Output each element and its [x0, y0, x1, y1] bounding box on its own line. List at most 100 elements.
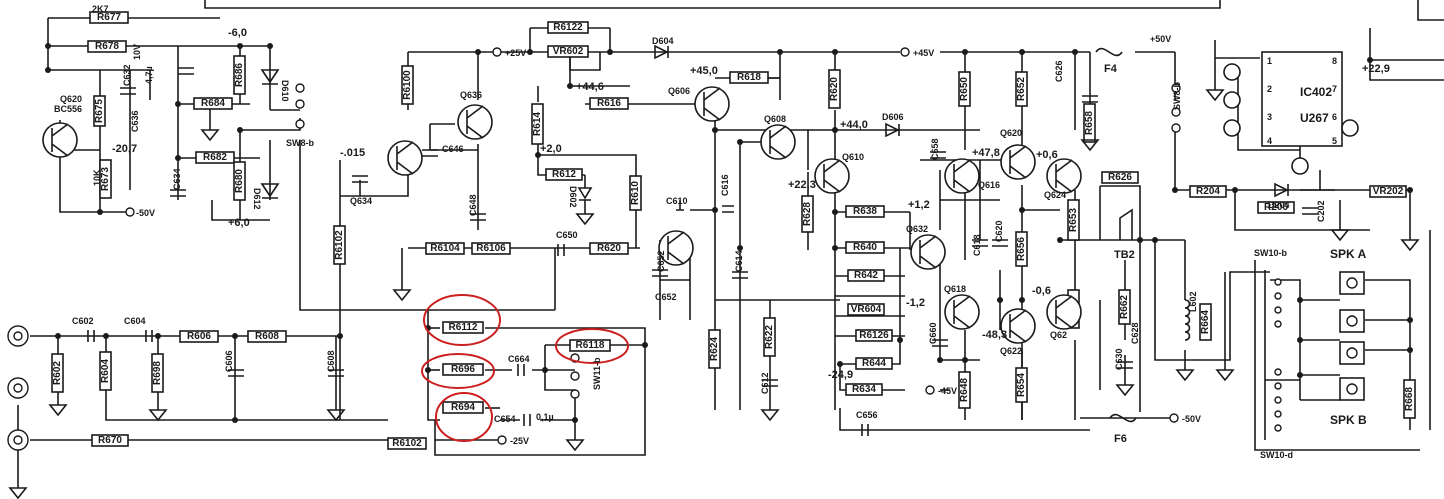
ic-pin-5: 5 [1332, 136, 1337, 146]
resistor-label: R626 [1108, 172, 1132, 183]
label-c660: C660 [928, 322, 938, 344]
resistor-label: R662 [1119, 295, 1130, 319]
resistor-r698: R698 [151, 353, 164, 393]
label-c602: C602 [72, 316, 94, 326]
label-q624: Q624 [1044, 190, 1066, 200]
ic-pin-6: 6 [1332, 112, 1337, 122]
labels: Q620 BC556 Q636 Q634 Q606 Q608 Q610 Q632… [54, 4, 1390, 460]
grounds [8, 89, 1420, 499]
voltage-m207: -20,7 [112, 143, 137, 155]
resistor-r675: R675 [93, 95, 106, 127]
resistor-label: R616 [597, 98, 621, 109]
diodes [260, 44, 1289, 201]
label-c614: C614 [734, 250, 744, 272]
label-c616: C616 [720, 174, 730, 196]
transistor-q624 [1046, 158, 1082, 194]
resistor-r6104: R6104 [425, 242, 465, 255]
led-2 [1223, 91, 1241, 109]
led-4 [1341, 119, 1359, 137]
resistor-r6118: R6118 [569, 339, 611, 352]
resistor-label: R614 [532, 112, 543, 136]
resistor-r628: R628 [801, 195, 814, 233]
label-c652-vert: C652 [656, 250, 666, 272]
resistor-r684: R684 [193, 97, 233, 110]
resistor-label: R612 [552, 169, 576, 180]
resistor-label: R668 [1404, 387, 1415, 411]
transistor-q620-out [1000, 144, 1036, 180]
label-c610: C610 [666, 196, 688, 206]
resistor-label: R628 [802, 202, 813, 226]
resistor-r6126: R6126 [855, 329, 893, 342]
resistor-r620: R620 [828, 69, 841, 109]
resistor-label: R694 [451, 402, 475, 413]
resistor-label: R620 [597, 243, 621, 254]
transistor-q608 [760, 124, 796, 160]
thermal-tb2 [1119, 208, 1133, 240]
label-q632: Q632 [906, 224, 928, 234]
capacitor-glyphs [87, 67, 1318, 436]
label-c628: C628 [1130, 322, 1140, 344]
diode-d602 [577, 187, 593, 201]
label-d604: D604 [652, 36, 674, 46]
resistor-label: VR604 [851, 304, 882, 315]
resistor-label: R610 [630, 181, 641, 205]
label-c630: C630 [1114, 348, 1124, 370]
terminal-m50v-left [125, 207, 135, 217]
resistor-label: R608 [255, 331, 279, 342]
label-d602: D602 [568, 186, 578, 208]
terminal-m25v [497, 435, 507, 445]
transistor-q634 [387, 140, 423, 176]
resistor-label: R673 [100, 167, 111, 191]
label-c612: C612 [760, 372, 770, 394]
label-l602: L602 [1188, 291, 1198, 312]
resistor-label: R644 [862, 358, 886, 369]
resistor-r626: R626 [1101, 171, 1139, 184]
resistor-r678: R678 [87, 40, 127, 53]
resistor-r682: R682 [195, 151, 235, 164]
transistors [42, 86, 1082, 344]
label-q620: Q620 [60, 94, 82, 104]
label-q608: Q608 [764, 114, 786, 124]
label-sw11b: SW11-b [592, 357, 602, 390]
voltage-p50v: +50V [1150, 34, 1171, 44]
ic-pin-3: 3 [1267, 112, 1272, 122]
resistor-label: R682 [203, 152, 227, 163]
resistor-label: R640 [853, 242, 877, 253]
label-sw8b-right: SW8-b [1172, 82, 1182, 111]
resistor-r634: R634 [845, 383, 883, 396]
resistor-label: R618 [737, 72, 761, 83]
label-c606: C606 [224, 350, 234, 372]
resistor-r656: R656 [1015, 231, 1028, 267]
voltage-47u: 4,7µ [144, 66, 154, 84]
label-c632: C632 [122, 64, 132, 86]
resistor-label: R654 [1016, 373, 1027, 397]
resistor-r618: R618 [729, 71, 769, 84]
resistor-label: R6102 [392, 438, 422, 449]
label-c626: C626 [1054, 60, 1064, 82]
resistor-label: R656 [1016, 237, 1027, 261]
terminal-p25v [492, 47, 502, 57]
resistor-label: R638 [853, 206, 877, 217]
highlight-r6118 [555, 328, 629, 364]
label-tb2: TB2 [1114, 249, 1135, 261]
label-ic402: IC402 [1300, 85, 1332, 99]
voltage-p45v: +45V [913, 48, 934, 58]
voltage-m06: -0,6 [1032, 285, 1051, 297]
transistor-q610 [814, 158, 850, 194]
resistor-vr602: VR602 [547, 45, 589, 58]
voltage-p446: +44,6 [576, 81, 604, 93]
label-q618: Q618 [944, 284, 966, 294]
resistor-r658: R658 [1083, 103, 1096, 143]
resistor-r653: R653 [1067, 199, 1080, 241]
label-d610: D610 [280, 80, 290, 102]
label-q622: Q622 [1000, 346, 1022, 356]
diode-d604 [654, 44, 669, 60]
resistor-r654: R654 [1015, 367, 1028, 403]
terminal-m50v-right [1169, 413, 1179, 423]
voltage-p12: +1,2 [908, 199, 930, 211]
resistor-label: R606 [187, 331, 211, 342]
inductor-l602 [1184, 299, 1191, 341]
voltage-10v: 10V [132, 44, 142, 60]
resistor-label: VR602 [553, 46, 584, 57]
voltage-p20: +2,0 [540, 143, 562, 155]
